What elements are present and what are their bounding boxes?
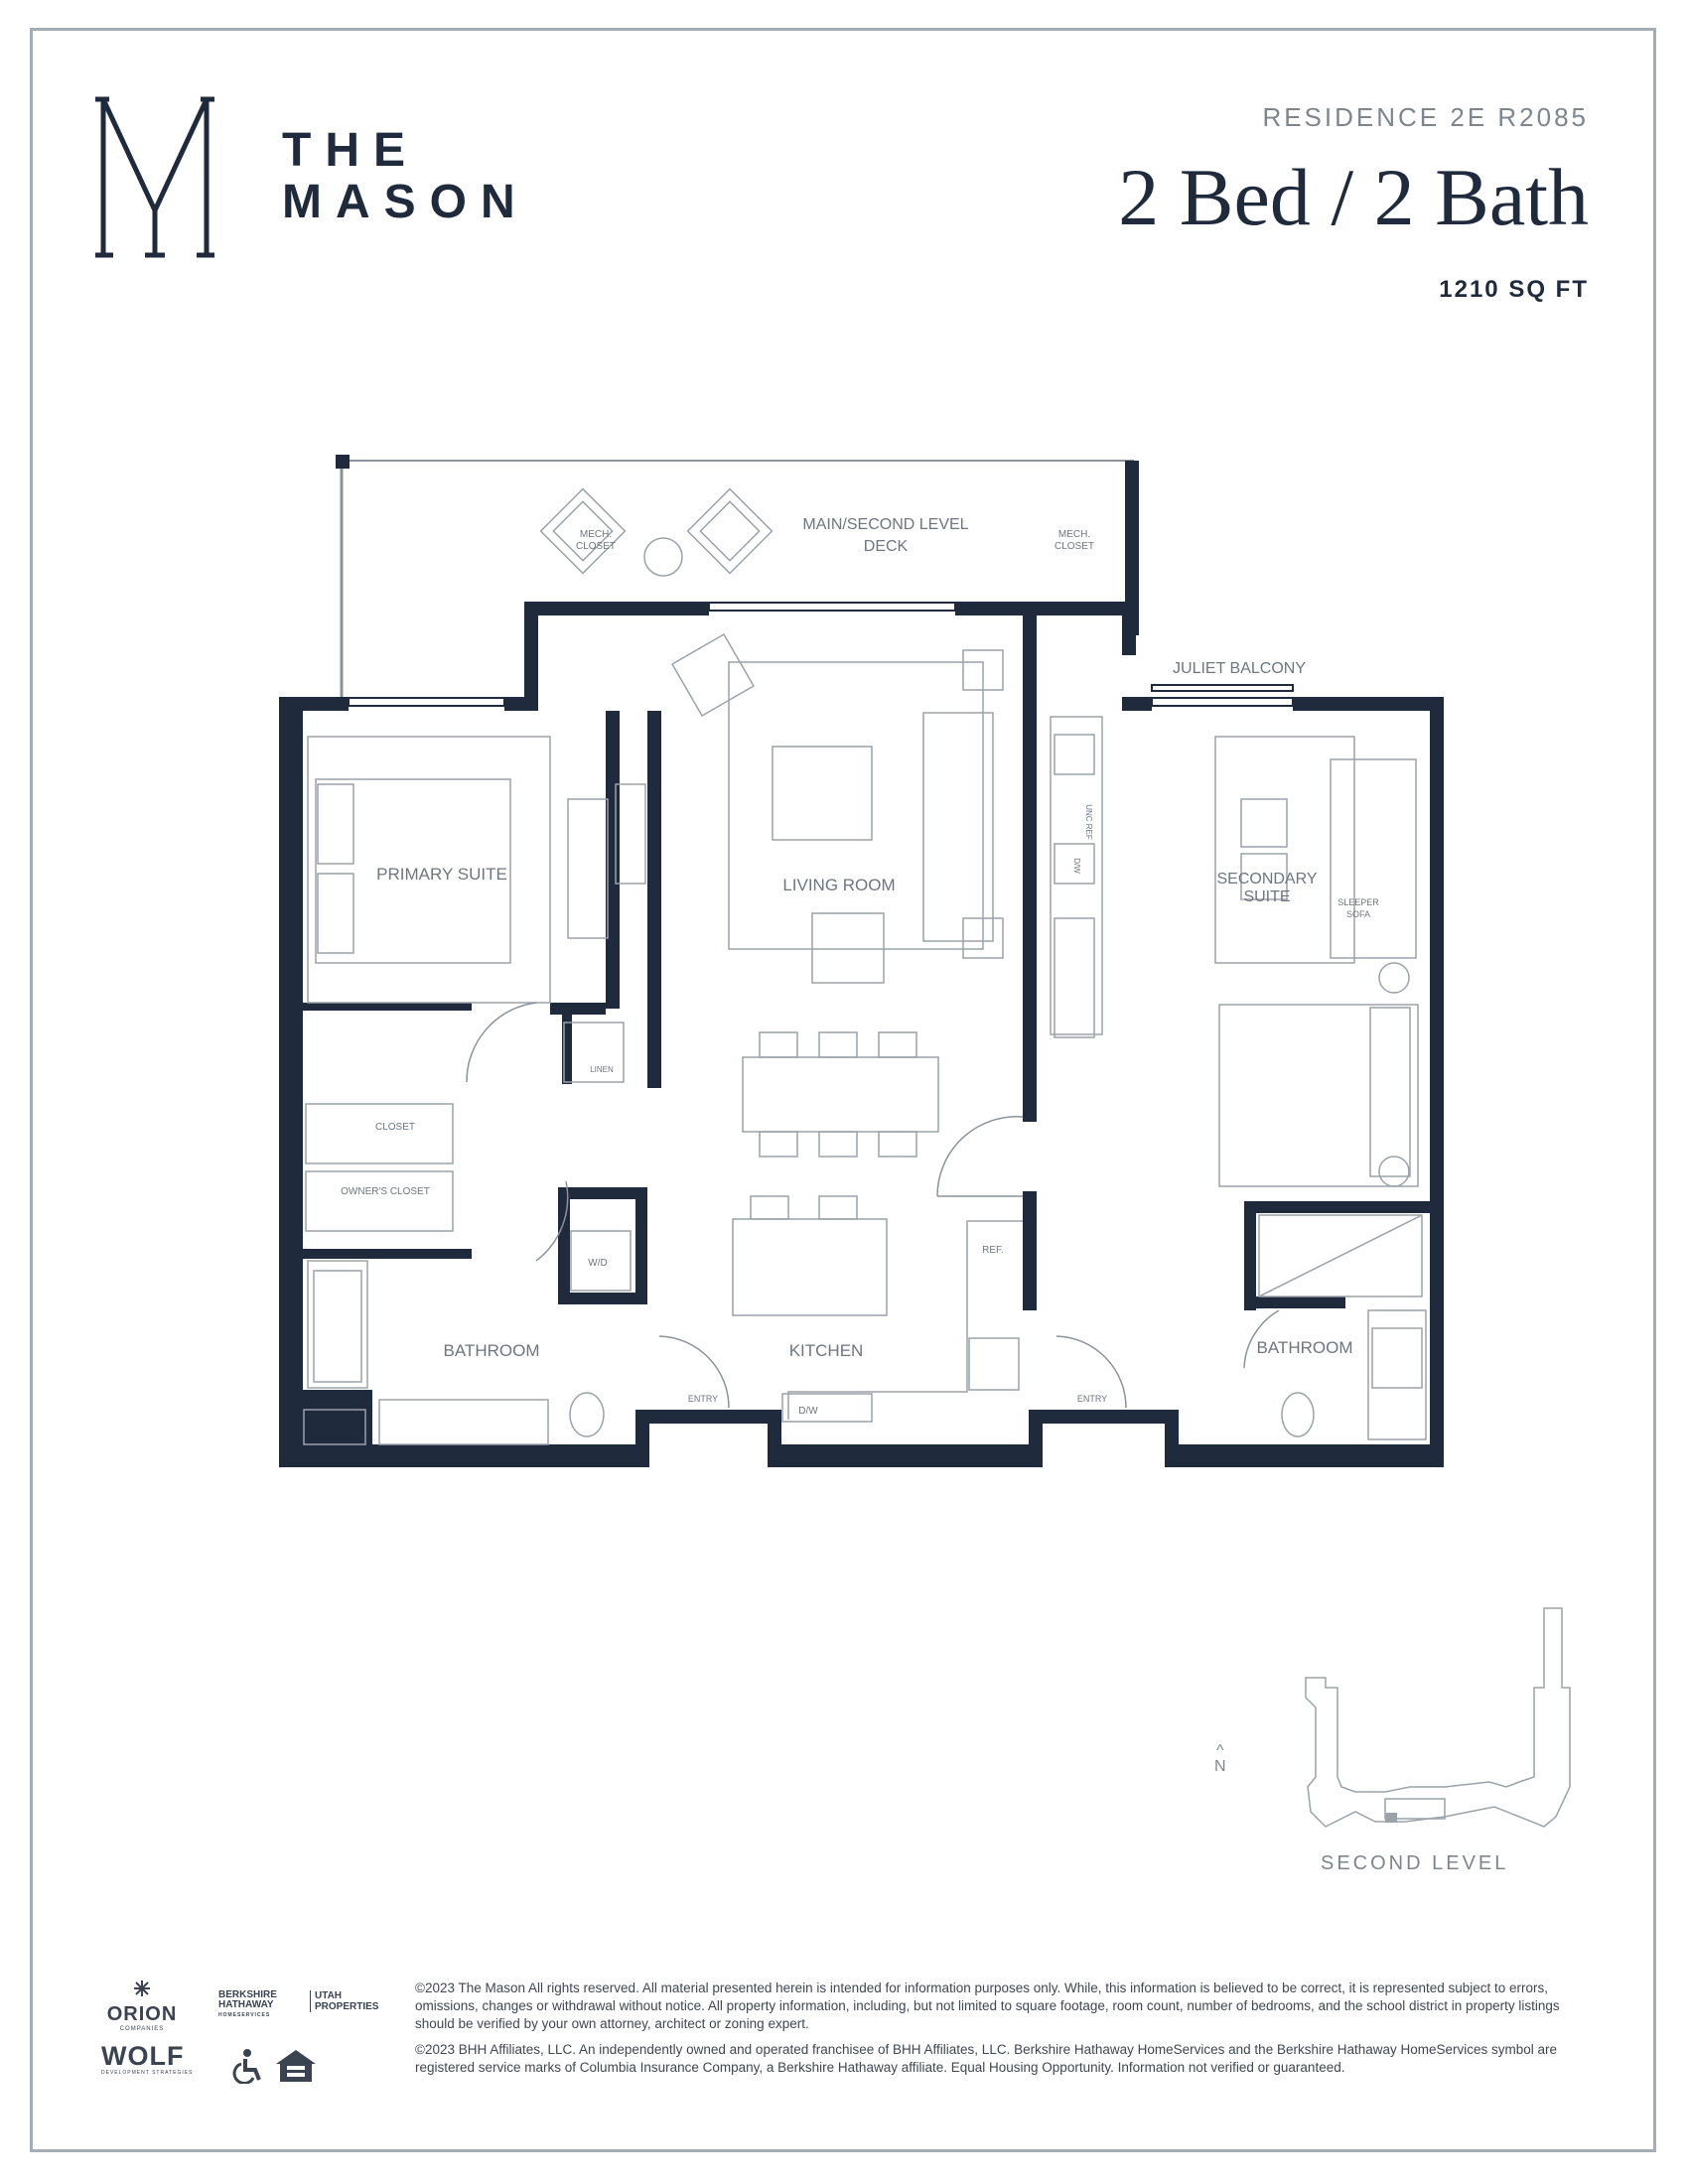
equal-housing-icon [276, 2050, 316, 2082]
bathroom-left-label: BATHROOM [444, 1341, 540, 1360]
living-room-label: LIVING ROOM [782, 876, 895, 894]
juliet-balcony-label: JULIET BALCONY [1173, 660, 1306, 677]
exterior-walls [279, 602, 1444, 1467]
accessibility-icon [232, 2049, 261, 2084]
level-label: SECOND LEVEL [1321, 1852, 1509, 1874]
deck: MAIN/SECOND LEVEL DECK [336, 455, 1139, 697]
deck-label-2: DECK [864, 538, 909, 555]
room-labels: MECH. CLOSET MECH. CLOSET JULIET BALCONY… [341, 529, 1379, 1417]
mason-logo-icon [95, 96, 214, 258]
north-indicator: ^ N [1214, 1743, 1226, 1775]
partner-logos: ORION COMPANIES BERKSHIRE HATHAWAY HOMES… [99, 1971, 378, 2100]
legal-paragraph-1: ©2023 The Mason All rights reserved. All… [415, 1980, 1560, 2031]
key-map [1305, 1607, 1571, 1828]
sleeper-sofa-2: SOFA [1346, 909, 1370, 919]
utah-line-2: PROPERTIES [315, 2001, 379, 2012]
orion-name: ORION [106, 2003, 178, 2025]
brand-line-2: MASON [282, 176, 529, 228]
secondary-suite-label-1: SECONDARY [1216, 871, 1317, 887]
square-footage: 1210 SQ FT [1439, 276, 1589, 303]
wolf-logo: WOLF DEVELOPMENT STRATEGIES [101, 2042, 201, 2076]
dw-small-label: D/W [1072, 858, 1081, 874]
mech-closet-right-1: MECH. [1058, 529, 1090, 540]
mech-closet-right-2: CLOSET [1055, 541, 1094, 552]
washer-dryer-label: W/D [588, 1258, 607, 1269]
page-frame [30, 28, 1656, 2152]
orion-logo: ORION COMPANIES [102, 1979, 182, 2032]
entry-right-label: ENTRY [1077, 1394, 1107, 1404]
brand-line-1: THE [282, 124, 419, 177]
deck-label-1: MAIN/SECOND LEVEL [802, 516, 968, 533]
secondary-suite-label-2: SUITE [1243, 888, 1290, 905]
primary-suite-label: PRIMARY SUITE [376, 865, 507, 884]
wolf-name: WOLF [101, 2041, 185, 2071]
unit-title: 2 Bed / 2 Bath [1118, 152, 1589, 242]
mech-closet-left-2: CLOSET [576, 541, 616, 552]
sleeper-sofa-1: SLEEPER [1337, 897, 1379, 907]
residence-code: RESIDENCE 2E R2085 [1262, 102, 1589, 132]
owners-closet-label: OWNER'S CLOSET [341, 1186, 430, 1197]
bhhs-line-1: BERKSHIRE [218, 1989, 277, 2000]
legal-disclaimer: ©2023 The Mason All rights reserved. All… [415, 1979, 1592, 2085]
interior-walls [303, 602, 1430, 1444]
utah-line-1: UTAH [315, 1990, 343, 2001]
furniture [303, 632, 1427, 1445]
entry-left-label: ENTRY [688, 1394, 718, 1404]
bathroom-right-label: BATHROOM [1257, 1338, 1353, 1357]
brand-name: THE MASON [282, 125, 529, 228]
mech-closet-left-1: MECH. [580, 529, 612, 540]
north-label: N [1214, 1758, 1226, 1775]
bhhs-line-2: HATHAWAY [218, 1999, 274, 2010]
orion-star-icon [134, 1980, 150, 1996]
linen-label: LINEN [590, 1065, 614, 1074]
bhhs-line-3: HOMESERVICES [218, 2012, 271, 2018]
orion-sub: COMPANIES [119, 2026, 165, 2032]
wolf-sub: DEVELOPMENT STRATEGIES [101, 2070, 194, 2076]
utah-properties: UTAH PROPERTIES [310, 1990, 378, 2012]
bhhs-logo: BERKSHIRE HATHAWAY HOMESERVICES [218, 1990, 277, 2020]
dishwasher-label: D/W [798, 1406, 818, 1417]
refrigerator-label: REF. [982, 1245, 1004, 1256]
legal-paragraph-2: ©2023 BHH Affiliates, LLC. An independen… [415, 2042, 1558, 2075]
windows [348, 602, 1294, 707]
doors [466, 1002, 1280, 1409]
closet-label: CLOSET [375, 1122, 415, 1133]
floor-plan: MAIN/SECOND LEVEL DECK [279, 455, 1444, 1467]
kitchen-label: KITCHEN [789, 1341, 864, 1360]
north-arrow-icon: ^ [1216, 1742, 1224, 1759]
unc-ref-label: UNC REF [1084, 804, 1093, 840]
